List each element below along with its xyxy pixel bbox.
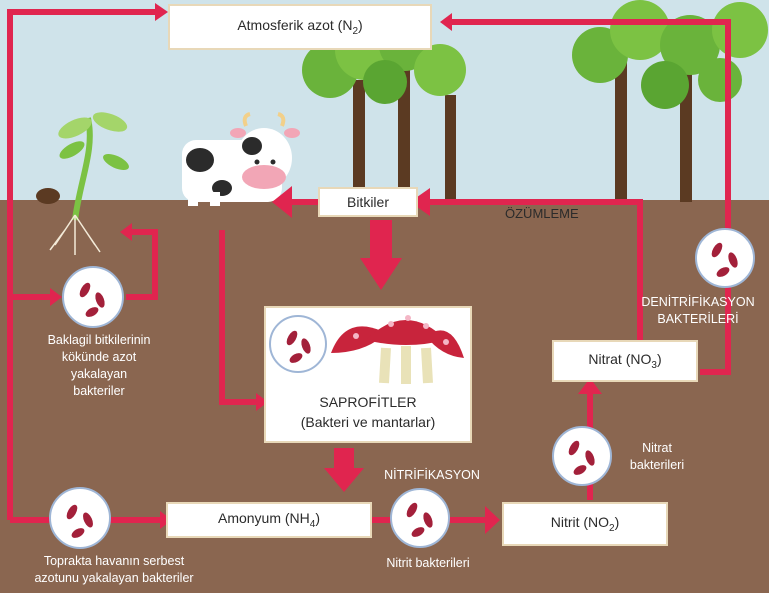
arrow-to-atmosphere bbox=[7, 9, 155, 520]
bacteria-icon bbox=[552, 426, 612, 486]
saprophytes-title: SAPROFİTLER bbox=[319, 394, 417, 410]
nitrite-label: Nitrit (NO2) bbox=[550, 514, 620, 534]
saprophytes-subtitle: (Bakteri ve mantarlar) bbox=[300, 414, 436, 430]
bacteria-icon bbox=[49, 487, 111, 549]
bacteria-icon bbox=[62, 266, 124, 328]
plants-box: Bitkiler bbox=[318, 187, 418, 217]
cow-icon bbox=[182, 112, 300, 206]
arrowheads-layer bbox=[50, 3, 602, 534]
arrow-assimilation bbox=[430, 199, 643, 340]
nitrite-bacteria-label: Nitrit bakterileri bbox=[386, 556, 470, 570]
nitrification-label: NİTRİFİKASYON bbox=[384, 468, 480, 482]
nitrate-bacteria-label: Nitrat bakterileri bbox=[629, 441, 685, 472]
nitrate-label: Nitrat (NO3) bbox=[588, 351, 662, 371]
bacteria-icon bbox=[695, 228, 755, 288]
nitrate-box: Nitrat (NO3) bbox=[552, 340, 698, 382]
nitrite-box: Nitrit (NO2) bbox=[502, 502, 668, 546]
denitrification-label: DENİTRİFİKASYON BAKTERİLERİ bbox=[641, 295, 755, 326]
atmospheric-nitrogen-box: Atmosferik azot (N2) bbox=[168, 4, 432, 50]
assimilation-label: ÖZÜMLEME bbox=[505, 206, 579, 221]
ammonium-box: Amonyum (NH4) bbox=[166, 502, 372, 538]
ammonium-label: Amonyum (NH4) bbox=[217, 510, 321, 530]
bacteria-icon bbox=[390, 488, 450, 548]
plants-label: Bitkiler bbox=[346, 194, 389, 210]
arrow-denitrification bbox=[452, 19, 731, 375]
atmospheric-nitrogen-label: Atmosferik azot (N2) bbox=[237, 17, 363, 37]
arrow-animal-to-saprofit bbox=[219, 230, 256, 405]
arrow-baklagil-to-plant bbox=[126, 229, 158, 300]
saprophytes-box: SAPROFİTLER (Bakteri ve mantarlar) bbox=[264, 306, 472, 443]
legume-bacteria-label: Baklagil bitkilerinin kökünde azot yakal… bbox=[47, 333, 151, 398]
seedling-icon bbox=[36, 112, 129, 255]
soil-bacteria-label: Toprakta havanın serbest azotunu yakalay… bbox=[34, 554, 194, 585]
mushroom-icon bbox=[269, 315, 464, 384]
